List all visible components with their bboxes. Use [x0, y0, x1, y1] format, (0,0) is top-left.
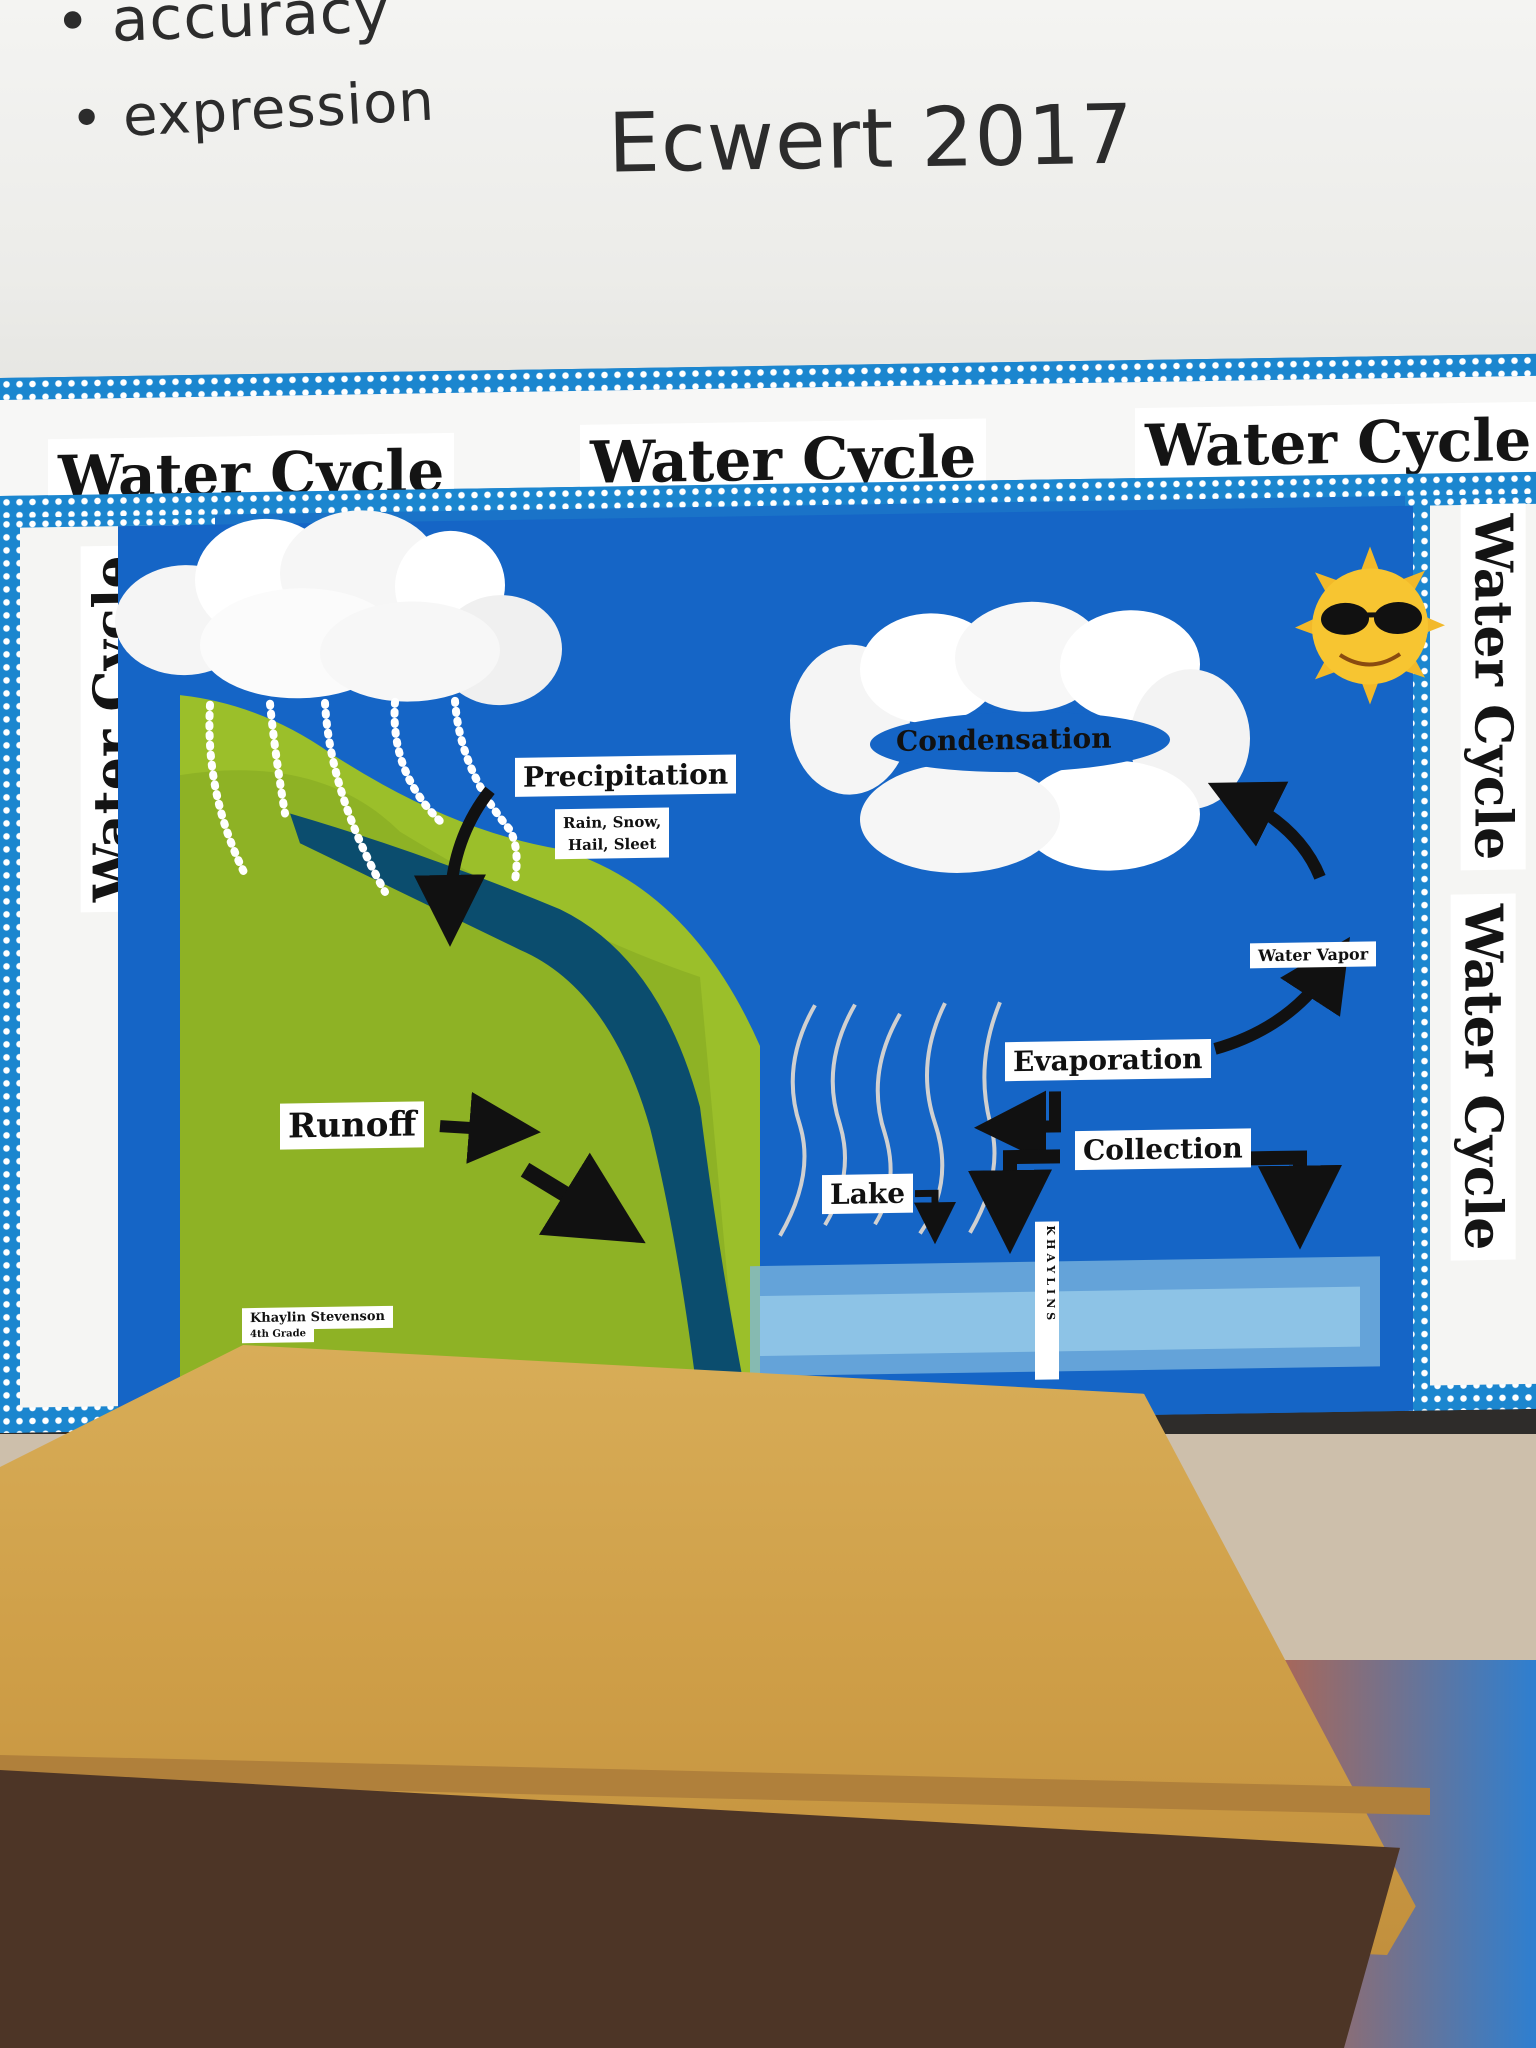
land-hill-back	[180, 770, 740, 1426]
label-water-vapor: Water Vapor	[1250, 941, 1377, 969]
label-lake: Lake	[822, 1173, 914, 1215]
evaporation-arrow	[974, 1090, 1061, 1163]
precipitation-arrow	[414, 786, 495, 947]
label-evaporation: Evaporation	[1005, 1038, 1211, 1082]
whiteboard-bullet-expression: • expression	[68, 68, 437, 153]
sun-with-sunglasses	[1295, 546, 1445, 705]
label-precipitation-types: Rain, Snow, Hail, Sleet	[555, 807, 670, 860]
water-cycle-poster: Water Cycle Water Cycle Water Cycle Wate…	[0, 353, 1536, 1433]
precipitation-cloud	[115, 510, 562, 706]
runoff-arrow-1	[439, 1091, 541, 1164]
label-grade: 4th Grade	[242, 1325, 314, 1344]
runoff-arrow-2	[520, 1152, 646, 1244]
lake-arrow	[914, 1189, 956, 1245]
label-condensation: Condensation	[896, 721, 1112, 758]
rain-strands	[205, 696, 521, 896]
whiteboard-bullet-accuracy: • accuracy	[53, 0, 392, 58]
river	[290, 813, 750, 1418]
collection-arrow-left	[968, 1149, 1060, 1255]
label-collection: Collection	[1075, 1128, 1251, 1171]
vapor-arrow-lower	[1213, 936, 1350, 1055]
label-precipitation: Precipitation	[515, 754, 737, 797]
whiteboard-name-year: Ecwert 2017	[607, 87, 1135, 192]
collection-arrow-right	[1245, 1150, 1342, 1250]
label-runoff: Runoff	[280, 1101, 425, 1150]
water-cycle-scene	[115, 510, 1445, 1426]
vapor-arrow-upper	[1207, 781, 1326, 880]
label-name-strip: KHAYLINS	[1035, 1221, 1059, 1380]
condensation-cloud	[790, 601, 1250, 873]
